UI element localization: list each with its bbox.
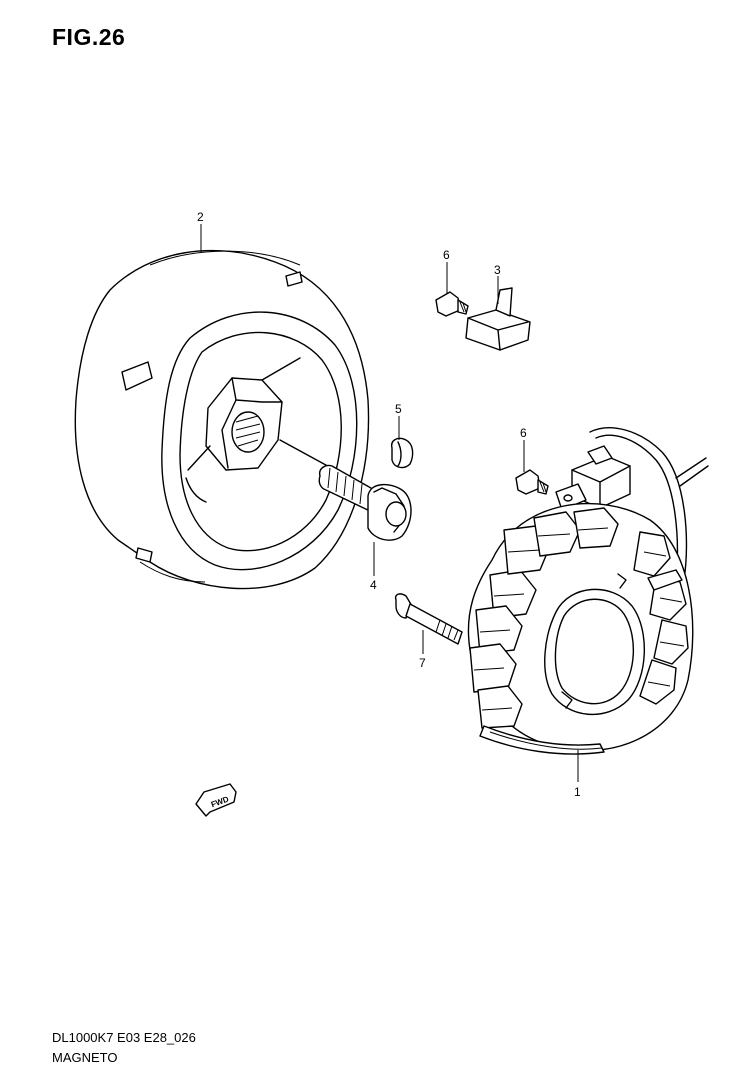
figure-title: FIG.26 — [52, 24, 126, 50]
leader-lines — [200, 224, 579, 782]
long-screw-part — [394, 593, 463, 645]
callout-6-upper: 6 — [443, 248, 450, 262]
key-part — [391, 437, 414, 469]
forward-direction-arrow: FWD — [195, 783, 237, 817]
callout-2: 2 — [197, 210, 204, 224]
screw-part-upper — [435, 291, 469, 317]
stator-part — [467, 427, 709, 755]
bolt-part — [318, 464, 412, 541]
callout-numbers: 1 2 3 4 5 6 6 7 — [197, 210, 581, 799]
callout-3: 3 — [494, 263, 501, 277]
bracket-part — [465, 287, 531, 351]
figure-name: MAGNETO — [52, 1050, 118, 1065]
callout-6-lower: 6 — [520, 426, 527, 440]
screw-part-lower — [515, 469, 549, 495]
callout-1: 1 — [574, 785, 581, 799]
rotor-part — [74, 249, 370, 590]
callout-4: 4 — [370, 578, 377, 592]
callout-7: 7 — [419, 656, 426, 670]
callout-5: 5 — [395, 402, 402, 416]
figure-code: DL1000K7 E03 E28_026 — [52, 1030, 196, 1045]
